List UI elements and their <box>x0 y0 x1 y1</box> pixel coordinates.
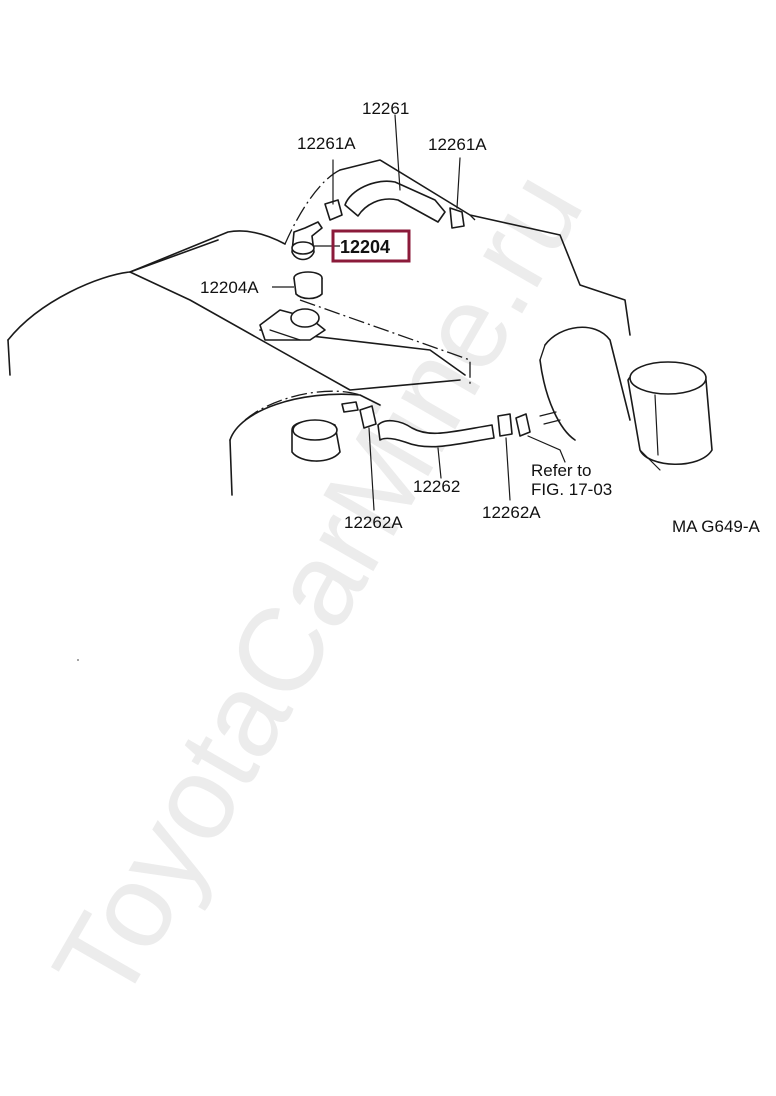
label-clamp-lower-left: 12262A <box>344 513 403 532</box>
valve-cover-details <box>259 308 326 341</box>
label-refer-line2: FIG. 17-03 <box>531 480 612 499</box>
highlight-frame <box>331 229 411 263</box>
label-clamp-upper-right: 12261A <box>428 135 487 154</box>
label-pcv-valve: 12204 <box>340 237 390 257</box>
figure-code: MA G649-A <box>672 517 761 536</box>
pcv-grommet <box>272 271 323 300</box>
oil-filler-cap <box>291 419 341 462</box>
label-grommet: 12204A <box>200 278 259 297</box>
air-cleaner-housing <box>627 361 713 471</box>
engine-outline <box>7 159 631 496</box>
hose-clamp-lower-left <box>341 401 377 511</box>
label-hose-upper: 12261 <box>362 99 409 118</box>
pcv-valve <box>291 221 340 261</box>
stray-dot <box>77 659 79 661</box>
label-hose-lower: 12262 <box>413 477 460 496</box>
label-clamp-lower-right: 12262A <box>482 503 541 522</box>
ventilation-hose-lower <box>377 419 495 479</box>
label-clamp-upper-left: 12261A <box>297 134 356 153</box>
hose-clamp-upper-right <box>449 157 465 229</box>
hose-clamp-upper-left <box>324 159 343 221</box>
ventilation-hose-upper <box>344 114 446 223</box>
hose-clamp-lower-right <box>497 411 566 501</box>
label-refer-line1: Refer to <box>531 461 591 480</box>
